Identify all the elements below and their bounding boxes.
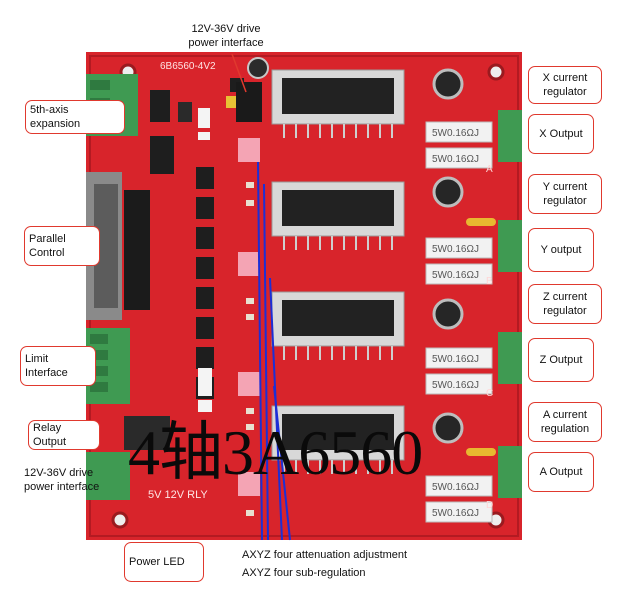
callout-bottom-power: 12V-36V drive power interface: [24, 467, 100, 493]
board-model-label: 6B6560-4V2: [160, 61, 216, 72]
driver-chip-a: [271, 405, 405, 474]
resistor-label: 5W0.16ΩJ: [432, 482, 479, 493]
capacitors: [432, 68, 464, 444]
top-capacitor: [247, 57, 269, 79]
resistor-label: 5W0.16ΩJ: [432, 128, 479, 139]
board-title: 4轴3A6560: [128, 417, 423, 488]
relay: [124, 416, 170, 450]
resistor-label: 5W0.16ΩJ: [432, 270, 479, 281]
axis-letter: A: [486, 164, 493, 175]
resistor-label: 5W0.16ΩJ: [432, 154, 479, 165]
driver-chip-z: [271, 291, 405, 360]
axis-letter: C: [486, 388, 493, 399]
resistor-label: 5W0.16ΩJ: [432, 354, 479, 365]
output-terminals: [498, 110, 522, 498]
driver-chip-y: [271, 181, 405, 250]
callout-z-current: Z current regulator: [528, 284, 602, 324]
bottom-power-terminal: [86, 452, 130, 500]
resistor-label: 5W0.16ΩJ: [432, 380, 479, 391]
board-bottom-label: 5V 12V RLY: [148, 489, 208, 501]
sense-resistors: 5W0.16ΩJ 5W0.16ΩJ 5W0.16ΩJ 5W0.16ΩJ 5W0.…: [425, 121, 493, 523]
resistor-label: 5W0.16ΩJ: [432, 244, 479, 255]
callout-y-output: Y output: [528, 228, 594, 272]
resistor-label: 5W0.16ΩJ: [432, 508, 479, 519]
driver-chip-x: [271, 69, 405, 138]
callout-y-current: Y current regulator: [528, 174, 602, 214]
callout-x-current: X current regulator: [528, 66, 602, 104]
callout-subregulation: AXYZ four sub-regulation: [242, 567, 366, 579]
ic-chip-3: [178, 102, 192, 122]
dip-switches: [238, 138, 260, 496]
callout-a-output: A Output: [528, 452, 594, 492]
callout-limit-interface: Limit Interface: [20, 346, 96, 386]
callout-a-current: A current regulation: [528, 402, 602, 442]
ic-chip-1: [150, 90, 170, 122]
callout-top-power: 12V-36V drive power interface: [188, 23, 264, 49]
ic-chip-2: [150, 136, 174, 174]
callout-attenuation: AXYZ four attenuation adjustment: [242, 549, 408, 561]
callout-relay-output: Relay Output: [28, 420, 100, 450]
axis-letter: D: [486, 500, 493, 511]
callout-parallel-control: Parallel Control: [24, 226, 100, 266]
callout-5th-axis: 5th-axis expansion: [25, 100, 125, 134]
callout-power-led: Power LED: [124, 542, 204, 582]
callout-z-output: Z Output: [528, 338, 594, 382]
callout-x-output: X Output: [528, 114, 594, 154]
axis-letter: B: [486, 276, 493, 287]
top-power-connector: [236, 82, 262, 122]
stepper-driver-board: 6B6560-4V2: [86, 52, 522, 540]
